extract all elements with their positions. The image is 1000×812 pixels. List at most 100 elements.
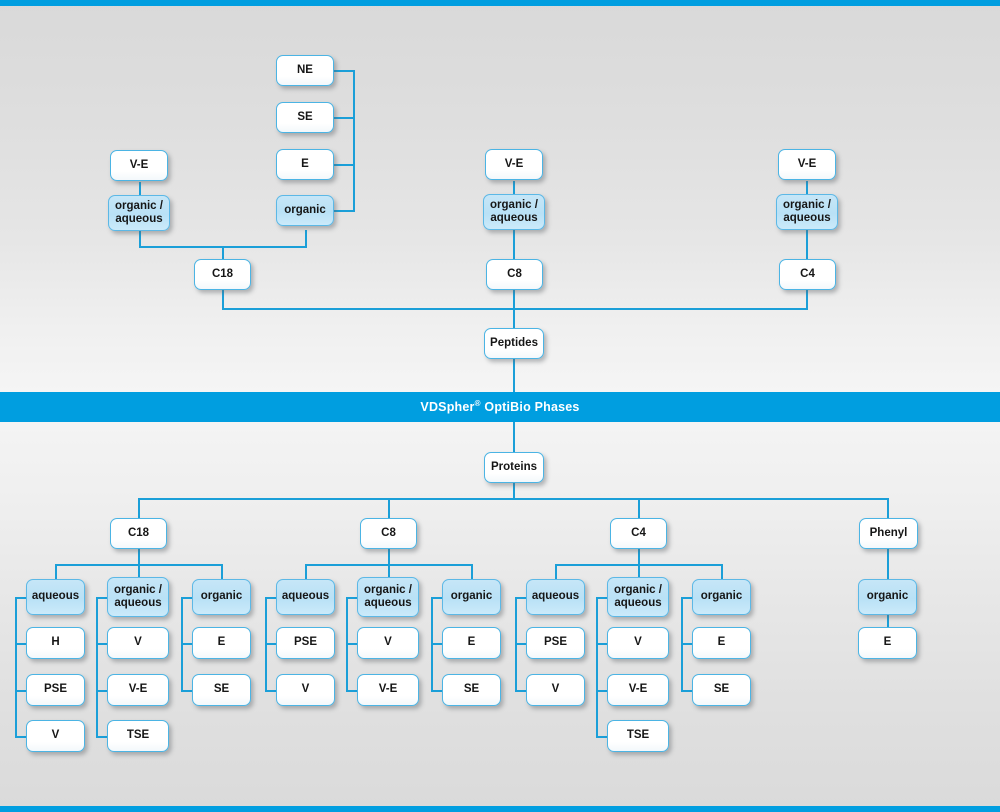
line-bus-phases [138, 498, 889, 500]
line-phenyl-to-organic [887, 549, 889, 579]
node-c4-peptides[interactable]: C4 [779, 259, 836, 290]
line-ve-to-orgaq-left [139, 182, 141, 196]
node-label: V-E [797, 157, 817, 170]
line-c8b-organic-stub2 [431, 690, 444, 692]
node-c8-peptides[interactable]: C8 [486, 259, 543, 290]
node-se-c18-organic[interactable]: SE [192, 674, 251, 706]
line-c8b-to-aqueous [305, 564, 307, 580]
node-se-c8-organic[interactable]: SE [442, 674, 501, 706]
node-c18-peptides[interactable]: C18 [194, 259, 251, 290]
node-e-c18-organic[interactable]: E [192, 627, 251, 659]
node-aqueous-proteins-c4[interactable]: aqueous [526, 579, 585, 615]
node-pse-c8[interactable]: PSE [276, 627, 335, 659]
node-organic-aqueous-proteins-c18[interactable]: organic / aqueous [107, 577, 169, 617]
top-accent-bar [0, 0, 1000, 6]
node-se-c4-organic[interactable]: SE [692, 674, 751, 706]
node-label: organic [284, 203, 326, 216]
line-c8b-aqueous-stub1 [265, 643, 278, 645]
node-organic-aqueous-peptides-c4[interactable]: organic / aqueous [776, 194, 838, 230]
node-organic-proteins-c8[interactable]: organic [442, 579, 501, 615]
node-pse-c18[interactable]: PSE [26, 674, 85, 706]
node-label: E [301, 157, 309, 170]
node-ve-c4-orgaq[interactable]: V-E [607, 674, 669, 706]
section-banner: VDSpher® OptiBio Phases [0, 392, 1000, 422]
line-c8b-to-orgaq [388, 564, 390, 578]
banner-title-main: VDSpher [420, 400, 475, 415]
node-aqueous-proteins-c8[interactable]: aqueous [276, 579, 335, 615]
line-ne-stub [333, 70, 355, 72]
node-organic-proteins-c18[interactable]: organic [192, 579, 251, 615]
line-c4b-aqueous-stub2 [515, 690, 528, 692]
node-label: PSE [293, 636, 317, 649]
node-organic-peptides-c18[interactable]: organic [276, 195, 334, 226]
node-h-c18[interactable]: H [26, 627, 85, 659]
line-c8-down [513, 290, 515, 309]
node-organic-proteins-c4[interactable]: organic [692, 579, 751, 615]
line-banner-to-proteins [513, 420, 515, 453]
line-c18b-down [138, 549, 140, 565]
line-bus-to-c18 [222, 246, 224, 260]
line-e-stub [333, 164, 355, 166]
node-label: Peptides [490, 336, 538, 349]
banner-title-rest: OptiBio Phases [480, 400, 580, 415]
node-label: TSE [626, 729, 650, 742]
line-c18b-to-orgaq [138, 564, 140, 578]
line-c8b-orgaq-stub2 [346, 690, 359, 692]
node-c18-proteins[interactable]: C18 [110, 518, 167, 549]
node-label: SE [213, 683, 230, 696]
node-e-c4-organic[interactable]: E [692, 627, 751, 659]
line-proteins-down [513, 483, 515, 499]
line-c4b-organic-stub1 [681, 643, 694, 645]
line-c18b-aqueous-bus [15, 597, 17, 737]
node-organic-aqueous-proteins-c8[interactable]: organic / aqueous [357, 577, 419, 617]
node-label: V-E [628, 683, 648, 696]
node-organic-proteins-phenyl[interactable]: organic [858, 579, 917, 615]
node-aqueous-proteins-c18[interactable]: aqueous [26, 579, 85, 615]
line-c18b-orgaq-stub3 [96, 736, 109, 738]
node-v-c4-orgaq[interactable]: V [607, 627, 669, 659]
node-peptides[interactable]: Peptides [484, 328, 544, 359]
line-c8b-orgaq-stub1 [346, 643, 359, 645]
bottom-accent-bar [0, 806, 1000, 812]
line-c18b-aqueous-stub2 [15, 690, 28, 692]
node-e-phenyl-organic[interactable]: E [858, 627, 917, 659]
node-ne[interactable]: NE [276, 55, 334, 86]
node-ve-peptides-c8[interactable]: V-E [485, 149, 543, 180]
line-c18b-to-aqueous [55, 564, 57, 580]
node-c8-proteins[interactable]: C8 [360, 518, 417, 549]
node-tse-c18-orgaq[interactable]: TSE [107, 720, 169, 752]
line-orgaq-right-to-c4 [806, 230, 808, 260]
node-label: aqueous [531, 590, 580, 603]
node-ve-peptides-c18[interactable]: V-E [110, 150, 168, 181]
node-ve-peptides-c4[interactable]: V-E [778, 149, 836, 180]
line-c8b-organic-stub0 [431, 597, 444, 599]
node-v-c8-orgaq[interactable]: V [357, 627, 419, 659]
node-label: C18 [127, 526, 150, 539]
node-label: E [883, 636, 892, 649]
node-v-c4-aqueous[interactable]: V [526, 674, 585, 706]
node-se[interactable]: SE [276, 102, 334, 133]
node-tse-c4-orgaq[interactable]: TSE [607, 720, 669, 752]
node-proteins[interactable]: Proteins [484, 452, 544, 483]
node-phenyl-proteins[interactable]: Phenyl [859, 518, 918, 549]
node-ve-c18-orgaq[interactable]: V-E [107, 674, 169, 706]
node-pse-c4[interactable]: PSE [526, 627, 585, 659]
node-organic-aqueous-proteins-c4[interactable]: organic / aqueous [607, 577, 669, 617]
node-v-c18-orgaq[interactable]: V [107, 627, 169, 659]
line-bus-to-c18b [138, 498, 140, 518]
node-ve-c8-orgaq[interactable]: V-E [357, 674, 419, 706]
line-c8b-aqueous-stub2 [265, 690, 278, 692]
node-label: TSE [126, 729, 150, 742]
line-c4b-to-organic [721, 564, 723, 580]
node-v-c8-aqueous[interactable]: V [276, 674, 335, 706]
line-bus-to-phenyl [887, 498, 889, 518]
node-v-c18-aqueous[interactable]: V [26, 720, 85, 752]
node-organic-aqueous-peptides-c18[interactable]: organic / aqueous [108, 195, 170, 231]
node-label: organic / aqueous [783, 198, 831, 224]
node-e[interactable]: E [276, 149, 334, 180]
line-c18b-orgaq-stub2 [96, 690, 109, 692]
node-organic-aqueous-peptides-c8[interactable]: organic / aqueous [483, 194, 545, 230]
node-c4-proteins[interactable]: C4 [610, 518, 667, 549]
node-e-c8-organic[interactable]: E [442, 627, 501, 659]
